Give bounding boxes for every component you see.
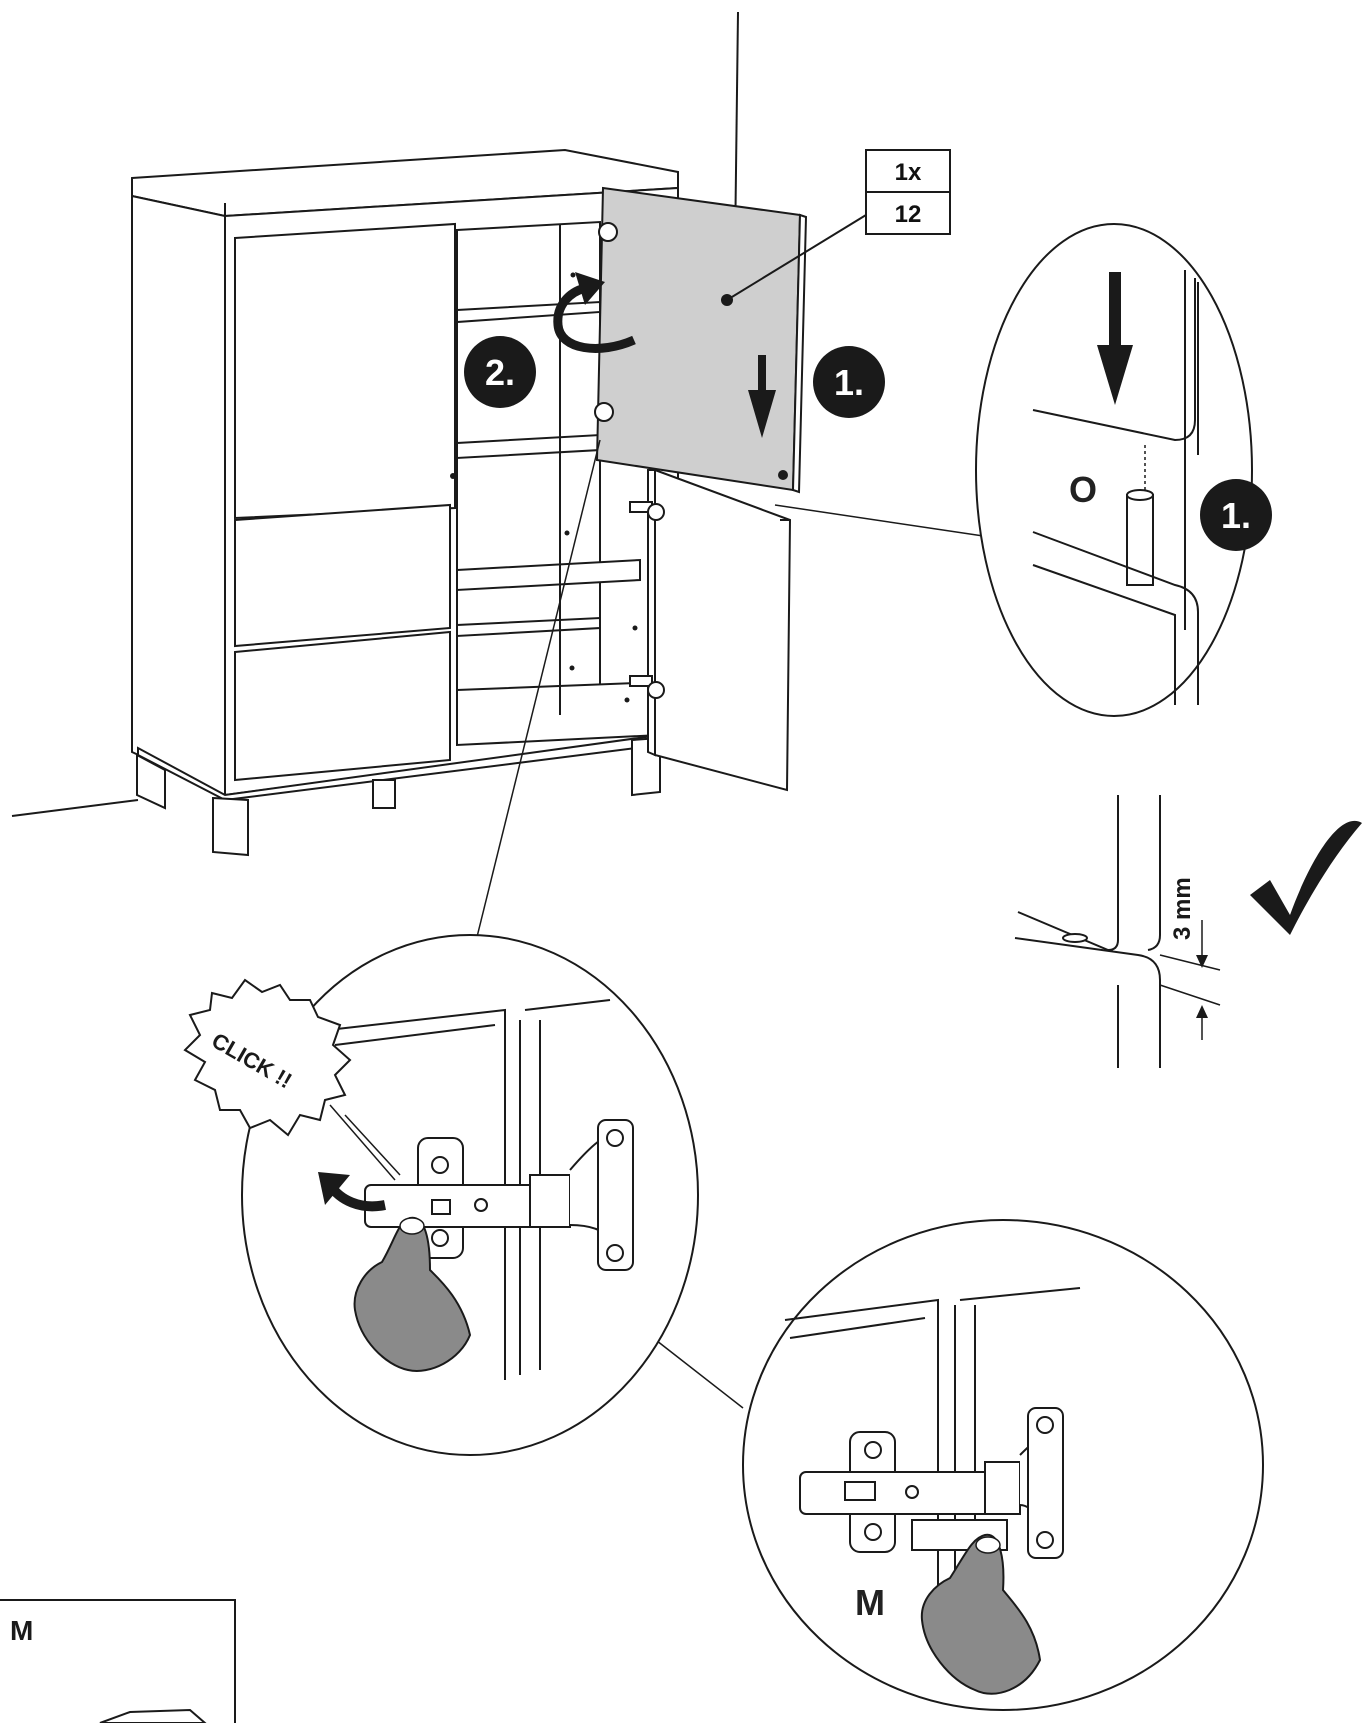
pin-detail: O 1. [975, 223, 1272, 717]
lower-door [647, 468, 792, 792]
hinge-click-detail: CLICK !! [183, 934, 699, 1456]
hinge-detail-leader [474, 439, 601, 946]
click-arrow [318, 1172, 386, 1212]
step-2-label: 2. [485, 352, 515, 393]
upper-door-panel [594, 186, 808, 494]
checkmark-icon [1250, 820, 1362, 935]
release-letter: M [855, 1582, 885, 1623]
detail-step-1-badge: 1. [1200, 479, 1272, 551]
click-burst [183, 978, 352, 1137]
step-2-badge: 2. [464, 336, 536, 408]
cabinet [131, 148, 679, 857]
floor-line [11, 799, 139, 817]
hand-click [353, 1216, 472, 1372]
release-hinge-body [799, 1407, 1064, 1559]
step-1-badge: 1. [813, 346, 885, 418]
part-quantity: 1x [895, 159, 922, 186]
part-label-box: 1x 12 [865, 149, 951, 235]
hand-release [920, 1533, 1042, 1695]
cabinet-holes [450, 272, 638, 703]
lower-door-hinges [629, 501, 665, 699]
step-1-label: 1. [834, 362, 864, 403]
part-number: 12 [895, 201, 922, 228]
corner-part-box: M [0, 1599, 236, 1723]
rotate-arrow [553, 272, 636, 353]
gap-measurement: 3 mm [1169, 877, 1196, 940]
hinge-body [364, 1119, 634, 1271]
pin-letter: O [1069, 469, 1097, 510]
corner-box-letter: M [10, 1615, 33, 1646]
gap-detail [1014, 795, 1221, 1068]
pin-detail-leader [774, 504, 991, 538]
detail-step-1-label: 1. [1221, 495, 1251, 536]
down-arrow [748, 355, 776, 438]
hinge-release-detail: M [742, 1219, 1264, 1711]
part-leader [726, 214, 867, 301]
